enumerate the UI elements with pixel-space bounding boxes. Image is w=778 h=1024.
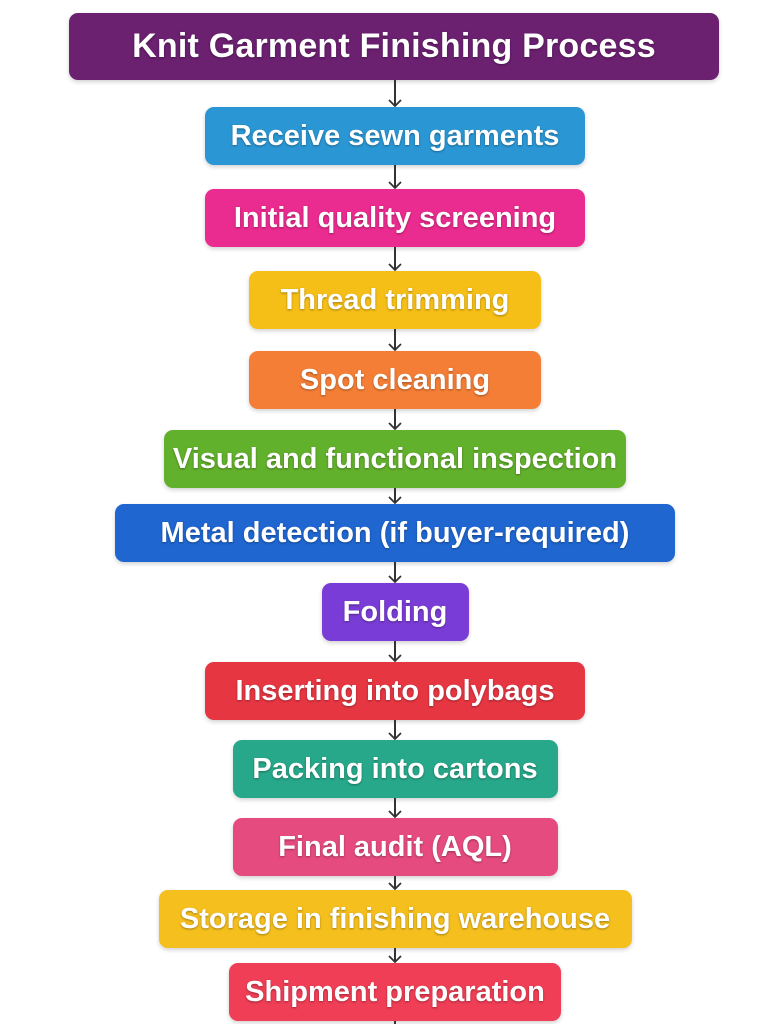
process-step-box: Folding [321,583,469,641]
arrowhead-icon [388,575,402,583]
connector-arrow [388,247,402,271]
connector-arrow [388,165,402,189]
arrowhead-icon [388,496,402,504]
connector-arrow [388,80,402,107]
process-step-box: Thread trimming [249,271,541,329]
arrowhead-icon [388,955,402,963]
process-step-box: Final audit (AQL) [232,818,558,876]
arrowhead-icon [388,263,402,271]
process-step-box: Storage in finishing warehouse [158,890,632,948]
connector-arrow [388,641,402,662]
connector-arrow [388,488,402,504]
process-step-box: Shipment preparation [229,963,561,1021]
arrowhead-icon [388,732,402,740]
process-step-box: Metal detection (if buyer-required) [115,504,675,562]
arrowhead-icon [388,882,402,890]
connector-arrow [388,409,402,430]
diagram-title: Knit Garment Finishing Process [69,13,719,80]
process-step-box: Packing into cartons [232,740,558,798]
connector-arrow [388,798,402,818]
arrowhead-icon [388,422,402,430]
process-step-box: Initial quality screening [205,189,585,247]
process-step-box: Receive sewn garments [205,107,585,165]
connector-arrow [388,948,402,963]
arrowhead-icon [388,99,402,107]
process-step-box: Visual and functional inspection [164,430,626,488]
connector-arrow [388,562,402,583]
connector-arrow [388,876,402,890]
process-step-box: Spot cleaning [249,351,541,409]
arrowhead-icon [388,654,402,662]
arrowhead-icon [388,810,402,818]
connector-arrow [388,329,402,351]
arrowhead-icon [388,343,402,351]
arrowhead-icon [388,181,402,189]
process-step-box: Inserting into polybags [205,662,585,720]
connector-arrow [388,720,402,740]
connector-arrow [388,1021,402,1024]
